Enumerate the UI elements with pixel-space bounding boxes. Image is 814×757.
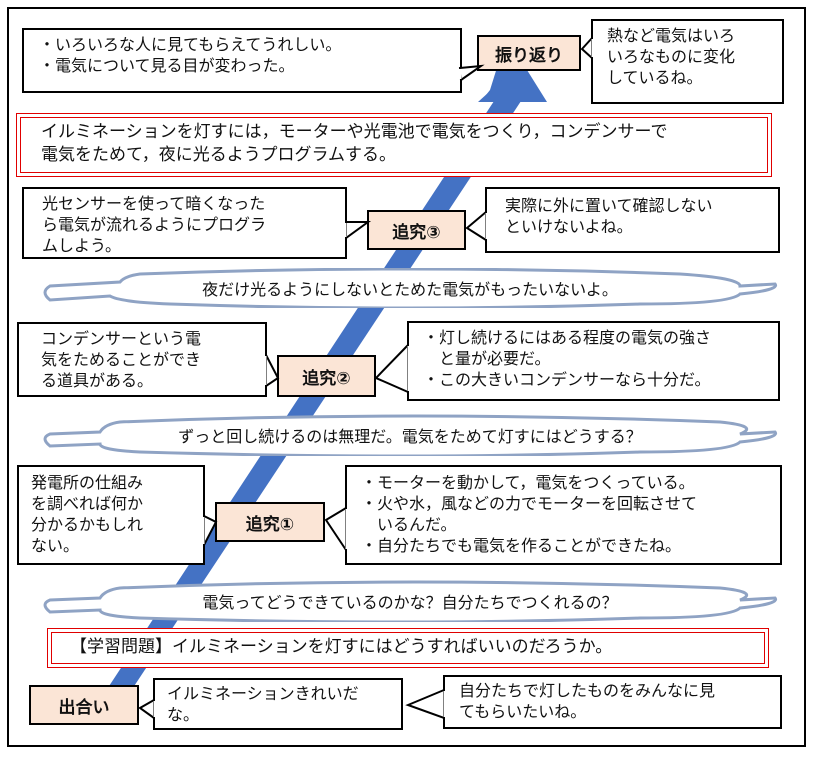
learning-problem-box: 【学習問題】イルミネーションを灯すにはどうすればいいのだろうか。 <box>47 628 769 668</box>
reflection-right-box: 熱など電気はいろ いろなものに変化 しているね。 <box>591 19 784 104</box>
cloud-shape-icon <box>43 580 778 622</box>
cloud-1-text: 電気ってどうできているのかな？自分たちでつくれるの？ <box>202 593 618 612</box>
cloud-shape-icon <box>43 414 778 456</box>
inquiry3-label: 追究③ <box>367 210 466 250</box>
encounter-box-2: 自分たちで灯したものをみんなに見 てもらいたいね。 <box>443 675 782 729</box>
inquiry3-left-box: 光センサーを使って暗くなった ら電気が流れるようにプログラ ムしよう。 <box>22 187 347 259</box>
conclusion-box: イルミネーションを灯すには，モーターや光電池で電気をつくり，コンデンサーで 電気… <box>16 113 772 177</box>
encounter-box-1: イルミネーションきれいだ な。 <box>153 678 403 730</box>
cloud-2-text: ずっと回し続けるのは無理だ。電気をためて灯すにはどうする？ <box>178 427 642 446</box>
reflection-label: 振り返り <box>477 35 581 71</box>
inquiry2-label: 追究② <box>277 355 376 397</box>
reflection-left-box: ・いろいろな人に見てもらえてうれしい。 ・電気について見る目が変わった。 <box>22 28 462 93</box>
thought-cloud-2: ずっと回し続けるのは無理だ。電気をためて灯すにはどうする？ <box>40 414 780 456</box>
inquiry1-label: 追究① <box>215 502 325 542</box>
inquiry2-left-box: コンデンサーという電 気をためることができ る道具がある。 <box>17 322 267 397</box>
inquiry1-left-box: 発電所の仕組み を調べれば何か 分かるかもしれ ない。 <box>17 465 205 565</box>
inquiry2-right-box: ・灯し続けるにはある程度の電気の強さ と量が必要だ。 ・この大きいコンデンサーな… <box>407 321 780 401</box>
thought-cloud-3: 夜だけ光るようにしないとためた電気がもったいないよ。 <box>40 268 780 308</box>
encounter-label: 出合い <box>29 685 139 725</box>
cloud-shape-icon <box>43 268 778 308</box>
inquiry1-right-box: ・モーターを動かして，電気をつくっている。 ・火や水，風などの力でモーターを回転… <box>345 465 782 565</box>
cloud-3-text: 夜だけ光るようにしないとためた電気がもったいないよ。 <box>202 280 618 299</box>
inquiry3-right-box: 実際に外に置いて確認しない といけないよね。 <box>485 187 780 253</box>
thought-cloud-1: 電気ってどうできているのかな？自分たちでつくれるの？ <box>40 580 780 622</box>
